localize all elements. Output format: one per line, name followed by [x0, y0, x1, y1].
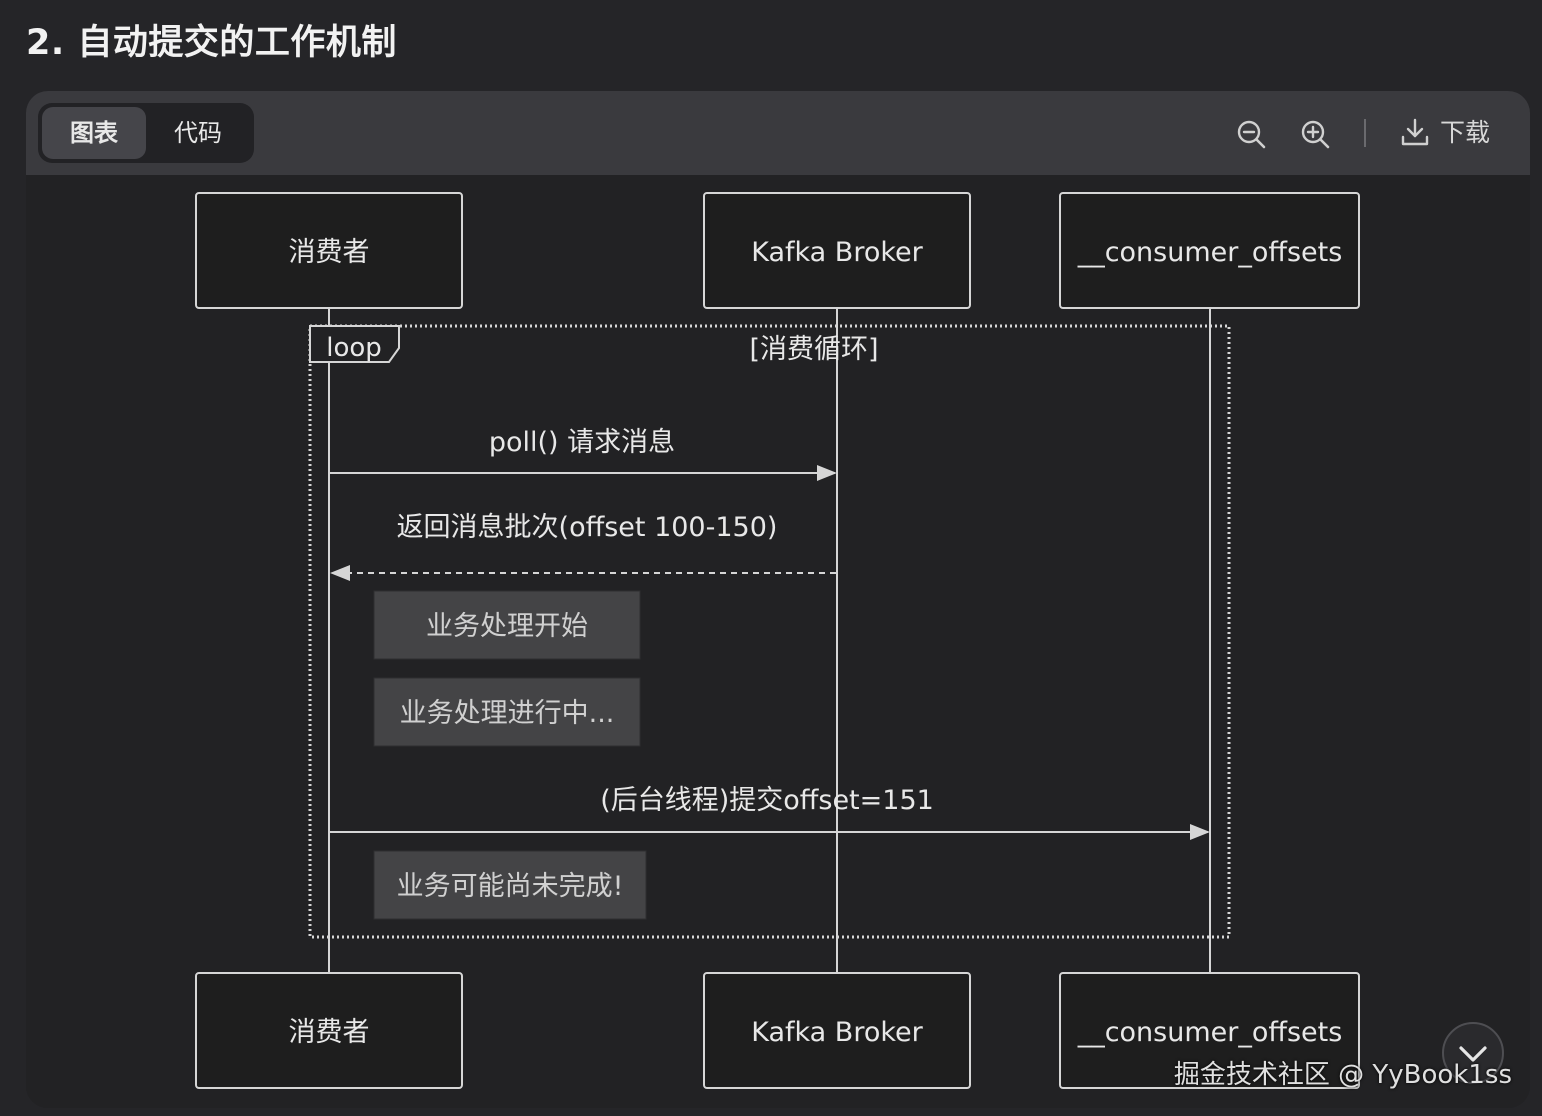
participant-label: __consumer_offsets: [1077, 1017, 1343, 1048]
zoom-out-icon: [1237, 120, 1266, 149]
chevron-down-icon: [1459, 1046, 1487, 1062]
download-icon: [1401, 118, 1429, 146]
tab-code[interactable]: 代码: [174, 119, 222, 147]
note-text: 业务处理进行中...: [400, 698, 615, 729]
zoom-out-button[interactable]: [1234, 117, 1268, 151]
participant-offsets-bottom: __consumer_offsets: [1059, 972, 1360, 1089]
loop-frame: loop [消费循环]: [308, 324, 1231, 939]
participant-label: Kafka Broker: [751, 1017, 923, 1048]
participant-label: 消费者: [289, 1017, 370, 1048]
message-label: (后台线程)提交offset=151: [600, 785, 934, 816]
note-text: 业务处理开始: [426, 611, 588, 642]
zoom-in-button[interactable]: [1298, 117, 1332, 151]
message-poll: poll() 请求消息: [330, 427, 837, 481]
diagram-canvas: 消费者 Kafka Broker __consumer_offsets loop…: [26, 175, 1530, 1108]
note-processing-start: 业务处理开始: [373, 590, 641, 660]
tab-diagram[interactable]: 图表: [42, 107, 146, 159]
participant-label: Kafka Broker: [751, 237, 923, 268]
loop-keyword: loop: [326, 333, 382, 363]
note-text: 业务可能尚未完成!: [397, 871, 624, 902]
download-button[interactable]: 下载: [1400, 113, 1490, 153]
note-processing-unfinished: 业务可能尚未完成!: [373, 850, 647, 920]
message-commit-offset: (后台线程)提交offset=151: [330, 785, 1210, 840]
participant-broker-top: Kafka Broker: [703, 192, 971, 309]
message-label: 返回消息批次(offset 100-150): [397, 512, 778, 543]
participant-label: __consumer_offsets: [1077, 237, 1343, 268]
participant-broker-bottom: Kafka Broker: [703, 972, 971, 1089]
participant-offsets-top: __consumer_offsets: [1059, 192, 1360, 309]
watermark: 掘金技术社区 @ YyBook1ss: [1173, 1060, 1512, 1090]
participant-consumer-top: 消费者: [195, 192, 463, 309]
page-title: 2. 自动提交的工作机制: [26, 23, 397, 63]
download-label: 下载: [1440, 118, 1491, 147]
participant-consumer-bottom: 消费者: [195, 972, 463, 1089]
participant-label: 消费者: [289, 237, 370, 268]
message-label: poll() 请求消息: [489, 427, 675, 458]
scroll-down-button[interactable]: [1442, 1022, 1504, 1084]
diagram-toolbar: 图表 代码 下载: [26, 91, 1530, 175]
toolbar-divider: [1364, 119, 1366, 147]
view-tabs: 图表 代码: [38, 103, 254, 163]
sequence-diagram: 消费者 Kafka Broker __consumer_offsets loop…: [195, 192, 1360, 1089]
note-processing-ongoing: 业务处理进行中...: [373, 677, 641, 747]
diagram-panel: 图表 代码 下载: [26, 91, 1530, 1108]
zoom-in-icon: [1301, 120, 1330, 149]
message-return-batch: 返回消息批次(offset 100-150): [330, 512, 836, 581]
loop-label: [消费循环]: [749, 334, 878, 365]
